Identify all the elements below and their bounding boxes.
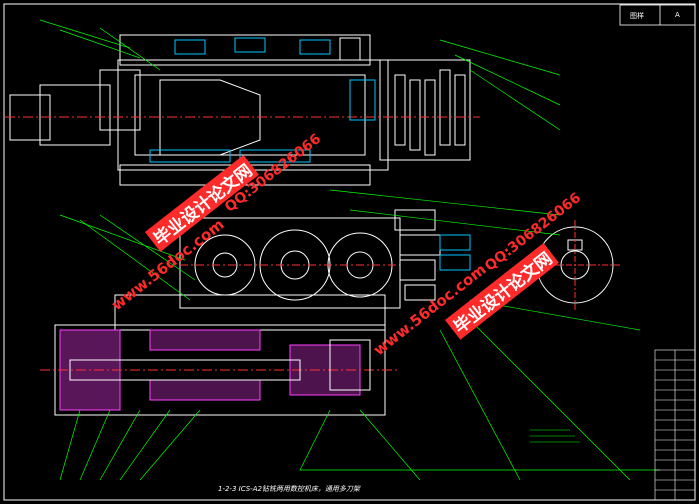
leader-lines — [39, 19, 660, 481]
tech-notes — [530, 429, 580, 443]
gear-train-view — [179, 209, 471, 309]
top-view-assembly — [5, 34, 480, 186]
drawing-caption: 1-2-3 ICS-A2钻铣两用数控机床，通用多刀架 — [218, 485, 360, 493]
title-block-top — [619, 4, 696, 26]
title-block-label-left: 图样 — [630, 12, 644, 20]
title-block-label-right: A — [675, 11, 680, 19]
sheet-border — [3, 3, 696, 501]
parts-list — [654, 349, 696, 501]
section-view — [40, 294, 400, 416]
